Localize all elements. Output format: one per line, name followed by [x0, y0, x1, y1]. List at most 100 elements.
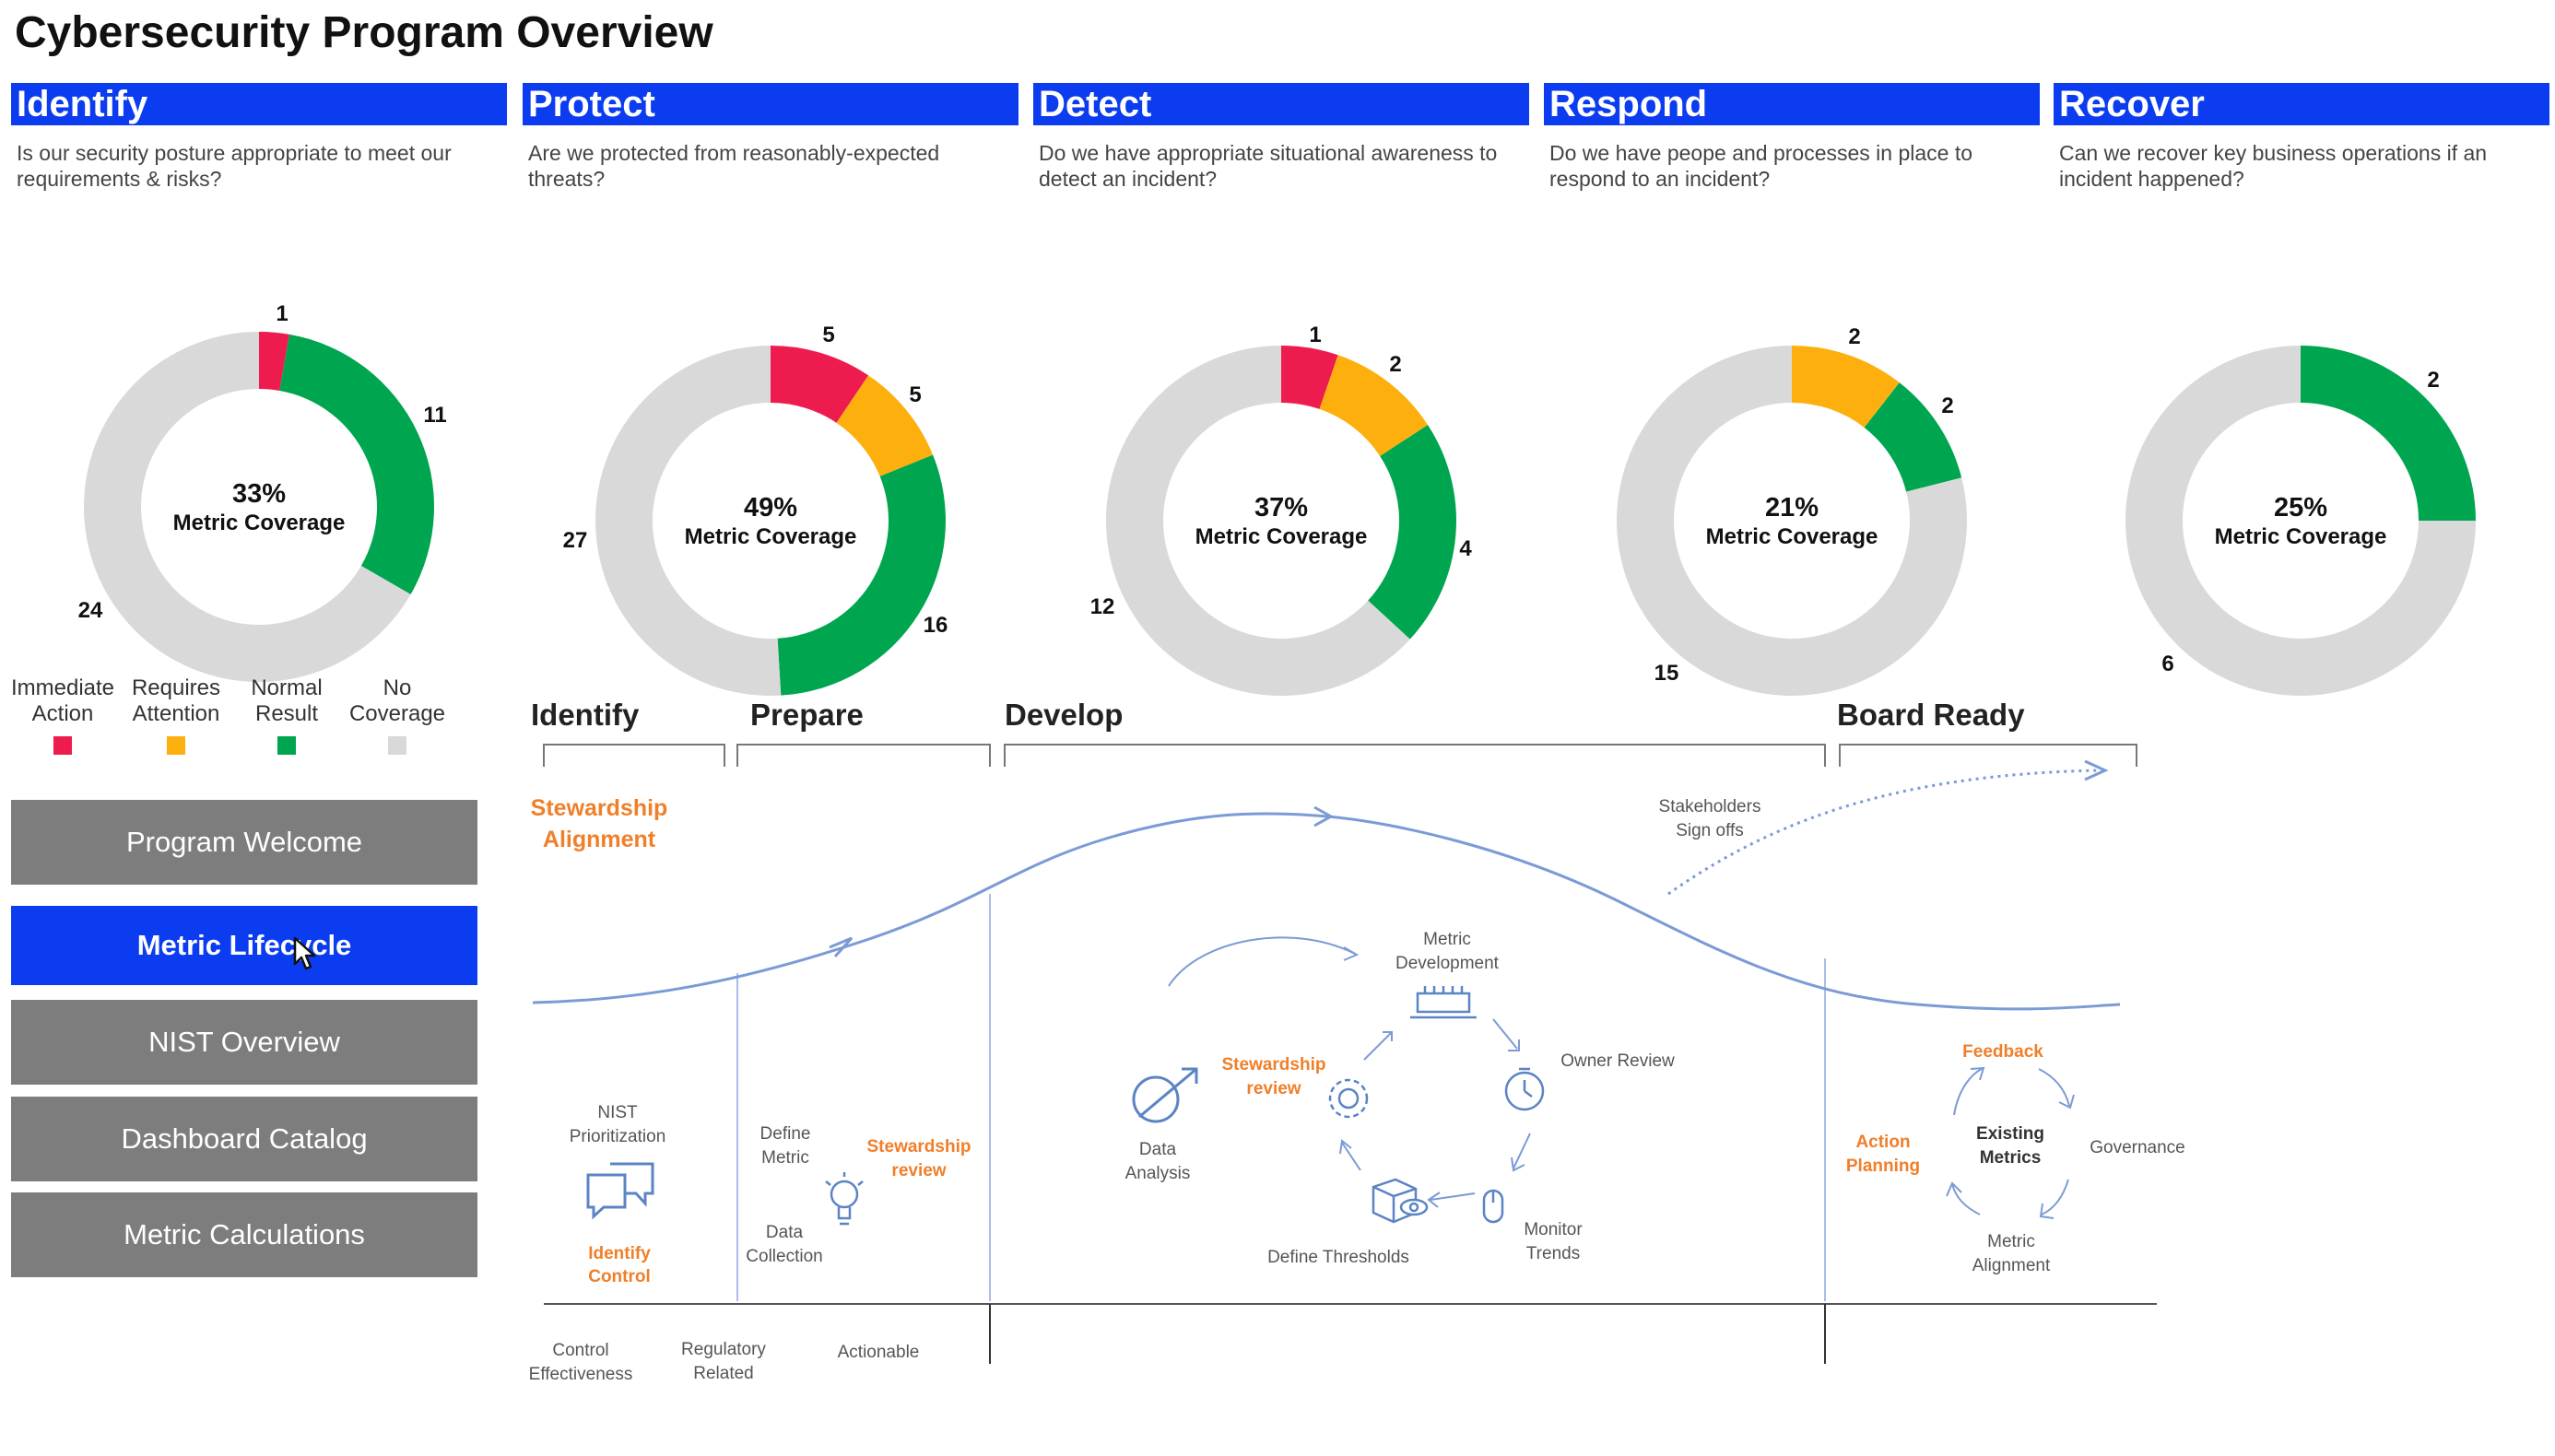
metric-development-label: Metric — [1423, 930, 1471, 949]
nav-button-nist-overview[interactable]: NIST Overview — [11, 1000, 477, 1085]
threshold-box-icon — [1372, 1178, 1429, 1224]
stopwatch-icon — [1504, 1067, 1545, 1111]
nav-button-metric-lifecycle[interactable]: Metric Lifecycle — [11, 906, 477, 985]
feedback-label: Feedback — [1962, 1042, 2043, 1062]
legend-label: Requires — [131, 675, 221, 700]
donut-segment-none — [595, 346, 782, 696]
count-none-label: 15 — [1654, 661, 1679, 686]
existing-metrics-label: Metrics — [1980, 1148, 2042, 1168]
lifecycle-curve — [532, 812, 2121, 1011]
server-rack-icon — [1410, 986, 1477, 1019]
action-planning-label: Action — [1855, 1133, 1910, 1152]
governance-label: Governance — [2090, 1138, 2185, 1157]
legend-item-requires-attention: Requires Attention — [121, 675, 231, 755]
nav-button-program-welcome[interactable]: Program Welcome — [11, 800, 477, 885]
coverage-percent: 33% — [232, 479, 286, 509]
category-detect: Detect Do we have appropriate situationa… — [1033, 83, 1529, 696]
count-none-label: 12 — [1090, 594, 1115, 619]
category-question: Do we have appropriate situational aware… — [1039, 141, 1498, 191]
metric-alignment-label: Alignment — [1972, 1256, 2051, 1275]
control-effectiveness-label: Control — [552, 1341, 608, 1360]
lightbulb-icon — [825, 1172, 864, 1226]
donut-segment-none — [1617, 346, 1967, 696]
coverage-label: Metric Coverage — [2215, 524, 2387, 549]
category-question: Are we protected from reasonably-expecte… — [528, 141, 940, 191]
coverage-donut-chart: 33% Metric Coverage 1 11 24 — [78, 301, 447, 682]
count-attention-label: 2 — [1389, 352, 1401, 377]
donut-segment-attention — [1792, 346, 1900, 428]
define-metric-label: Define — [760, 1124, 811, 1144]
category-identify: Identify Is our security posture appropr… — [11, 83, 507, 682]
legend-label: Action — [31, 701, 94, 726]
nist-prioritization-label: NIST — [597, 1103, 638, 1122]
donut-segment-normal — [1368, 425, 1456, 640]
donut-segment-immediate — [259, 332, 289, 391]
count-immediate-label: 5 — [822, 323, 834, 347]
legend-label: Immediate — [10, 675, 115, 700]
define-thresholds-label: Define Thresholds — [1267, 1248, 1409, 1267]
coverage-label: Metric Coverage — [1706, 524, 1878, 549]
action-planning-label: Planning — [1846, 1157, 1920, 1176]
legend-item-no-coverage: No Coverage — [342, 675, 453, 755]
category-question: Is our security posture appropriate to m… — [17, 141, 452, 191]
count-attention-label: 5 — [909, 382, 921, 407]
stakeholders-label: Stakeholders — [1659, 797, 1761, 816]
stewardship-review-label: review — [891, 1161, 946, 1180]
stakeholders-label: Sign offs — [1676, 821, 1744, 840]
data-collection-label: Collection — [746, 1247, 822, 1266]
control-effectiveness-label: Effectiveness — [529, 1365, 633, 1384]
identify-control-label: Identify — [588, 1244, 651, 1263]
chat-bubbles-icon — [586, 1162, 654, 1220]
coverage-percent: 25% — [2274, 493, 2327, 523]
page-title: Cybersecurity Program Overview — [15, 8, 713, 57]
donut-segment-normal — [777, 454, 946, 696]
legend-item-immediate-action: Immediate Action — [7, 675, 118, 755]
metric-lifecycle-diagram: Identify Prepare Develop Board Ready Ste… — [529, 698, 2185, 1384]
donut-segment-none — [2125, 346, 2476, 696]
coverage-donut-chart: 21% Metric Coverage 2 2 15 — [1617, 324, 1967, 696]
coverage-donut-chart: 37% Metric Coverage 1 2 4 12 — [1090, 323, 1472, 696]
legend-label: Result — [254, 701, 319, 726]
stewardship-alignment-label: Alignment — [543, 827, 656, 852]
donut-segment-normal — [279, 334, 434, 594]
coverage-label: Metric Coverage — [1195, 524, 1368, 549]
count-none-label: 27 — [563, 528, 588, 553]
metric-development-label: Development — [1395, 954, 1500, 973]
data-analysis-icon — [1132, 1067, 1198, 1123]
curve-arrow-icon — [829, 936, 854, 958]
donut-segment-attention — [1319, 355, 1429, 456]
category-protect: Protect Are we protected from reasonably… — [523, 83, 1018, 696]
monitor-trends-label: Trends — [1526, 1244, 1580, 1263]
stage-identify: Identify — [531, 698, 640, 732]
stage-develop: Develop — [1005, 698, 1123, 732]
owner-review-label: Owner Review — [1560, 1051, 1675, 1071]
gear-icon — [1328, 1078, 1369, 1119]
coverage-percent: 21% — [1765, 493, 1819, 523]
monitor-trends-label: Monitor — [1524, 1220, 1583, 1239]
coverage-donut-chart: 25% Metric Coverage 2 6 — [2125, 346, 2476, 696]
curve-arrow-icon — [1313, 805, 1335, 828]
nav-button-metric-calculations[interactable]: Metric Calculations — [11, 1192, 477, 1277]
category-respond: Respond Do we have peope and processes i… — [1544, 83, 2040, 696]
phase-dividers — [736, 894, 1826, 1301]
status-legend: Immediate Action Requires Attention Norm… — [7, 675, 468, 758]
legend-swatch-gray — [388, 736, 406, 755]
legend-label: Coverage — [348, 701, 446, 726]
actionable-label: Actionable — [838, 1343, 920, 1362]
donut-segment-attention — [836, 375, 934, 476]
legend-swatch-orange — [167, 736, 185, 755]
identify-control-label: Control — [588, 1267, 651, 1286]
stewardship-review-label: Stewardship — [1222, 1055, 1326, 1074]
data-collection-label: Data — [766, 1223, 804, 1242]
stage-prepare: Prepare — [750, 698, 864, 732]
nist-prioritization-label: Prioritization — [570, 1127, 666, 1146]
donut-segment-none — [84, 332, 411, 682]
develop-cycle-arrows — [1339, 1018, 1531, 1208]
count-normal-label: 2 — [1941, 393, 1953, 418]
define-metric-label: Metric — [761, 1148, 809, 1168]
category-header: Protect — [523, 83, 1018, 125]
nav-button-dashboard-catalog[interactable]: Dashboard Catalog — [11, 1097, 477, 1181]
stewardship-review-label: review — [1246, 1079, 1301, 1098]
legend-label: Normal — [251, 675, 323, 700]
count-attention-label: 2 — [1848, 324, 1860, 349]
